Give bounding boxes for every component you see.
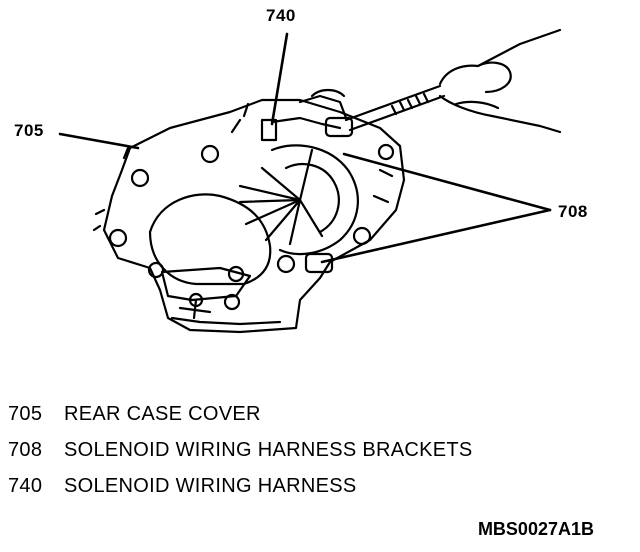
legend-description: REAR CASE COVER bbox=[64, 403, 261, 425]
callout-708: 708 bbox=[558, 202, 588, 221]
leader-705 bbox=[58, 132, 140, 150]
solenoid-wiring-harness bbox=[260, 94, 348, 142]
drawing-code: MBS0027A1B bbox=[477, 519, 594, 539]
parts-legend: 705 REAR CASE COVER 708 SOLENOID WIRING … bbox=[8, 396, 473, 504]
leader-708-upper bbox=[342, 152, 552, 212]
hand bbox=[438, 28, 562, 134]
legend-number: 740 bbox=[8, 475, 43, 497]
case-bore bbox=[148, 193, 272, 286]
upper-harness-bracket bbox=[324, 116, 354, 138]
legend-row: 708 SOLENOID WIRING HARNESS BRACKETS bbox=[8, 432, 473, 468]
legend-description: SOLENOID WIRING HARNESS BRACKETS bbox=[64, 439, 473, 461]
transmission-rear-case-illustration bbox=[58, 28, 562, 334]
legend-description: SOLENOID WIRING HARNESS bbox=[64, 475, 357, 497]
callout-705: 705 bbox=[14, 121, 44, 140]
lower-harness-bracket bbox=[304, 252, 334, 274]
legend-row: 705 REAR CASE COVER bbox=[8, 396, 473, 432]
legend-number: 708 bbox=[8, 439, 43, 461]
rear-case-cover-outline bbox=[102, 98, 406, 334]
legend-row: 740 SOLENOID WIRING HARNESS bbox=[8, 468, 473, 504]
tool-shaft bbox=[344, 84, 446, 132]
callout-740: 740 bbox=[266, 6, 296, 25]
leader-708-lower bbox=[320, 208, 552, 264]
leader-740 bbox=[270, 32, 289, 126]
legend-number: 705 bbox=[8, 403, 43, 425]
